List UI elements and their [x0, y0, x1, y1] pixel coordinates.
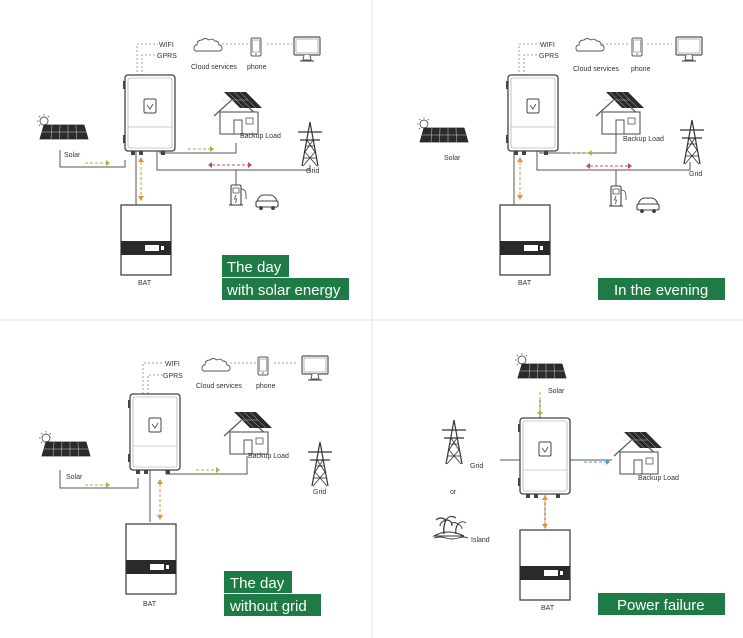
house-icon: [595, 91, 645, 135]
inverter-icon: [127, 393, 181, 475]
battery-icon: [499, 204, 551, 276]
badge-background: [598, 278, 725, 300]
backup-load-label: Backup Load: [623, 136, 664, 143]
battery-icon: [125, 523, 177, 595]
wifi-label: WIFI: [540, 42, 555, 49]
grid-label: Grid: [689, 171, 702, 178]
quadrant-day-no-grid: WIFI GPRS Cloud services phone Solar Bac…: [38, 355, 333, 616]
inverter-icon: [122, 74, 176, 156]
grid-tower-icon: [679, 119, 705, 165]
phone-label: phone: [247, 64, 267, 71]
or-label: or: [450, 489, 457, 496]
car-icon: [255, 194, 279, 211]
bat-label: BAT: [541, 605, 555, 612]
monitor-icon: [301, 355, 329, 381]
battery-icon: [519, 529, 571, 601]
inverter-icon: [517, 417, 571, 499]
inverter-icon: [505, 74, 559, 156]
badge-background: [222, 278, 349, 300]
grid-tower-icon: [441, 419, 467, 465]
cloud-services-label: Cloud services: [191, 64, 237, 71]
backup-load-label: Backup Load: [638, 475, 679, 482]
solar-label: Solar: [66, 474, 83, 481]
grid-label: Grid: [470, 463, 483, 470]
grid-label: Grid: [306, 168, 319, 175]
solar-label: Solar: [548, 388, 565, 395]
island-label: Island: [471, 537, 490, 544]
solar-panel-icon: [38, 430, 91, 457]
badge-title-line1: The day: [230, 575, 285, 592]
house-icon: [613, 431, 663, 475]
grid-tower-icon: [297, 121, 323, 167]
phone-label: phone: [631, 66, 651, 73]
badge-title: Power failure: [617, 597, 705, 614]
badge-background: [224, 571, 292, 593]
badge-title-line2: without grid: [229, 598, 307, 615]
ev-charger-icon: [228, 184, 247, 206]
quadrant-evening: WIFI GPRS Cloud services phone Solar Bac…: [416, 36, 725, 300]
solar-label: Solar: [444, 155, 461, 162]
ev-charger-icon: [608, 185, 627, 207]
cloud-services-label: Cloud services: [196, 383, 242, 390]
wifi-label: WIFI: [159, 42, 174, 49]
island-icon: [433, 515, 469, 540]
phone-icon: [250, 37, 262, 57]
phone-icon: [631, 37, 643, 57]
bat-label: BAT: [138, 280, 152, 287]
bat-label: BAT: [143, 601, 157, 608]
battery-icon: [120, 204, 172, 276]
house-icon: [223, 411, 273, 455]
gprs-label: GPRS: [539, 53, 559, 60]
cloud-icon: [201, 358, 231, 372]
cloud-services-label: Cloud services: [573, 66, 619, 73]
badge-background: [598, 593, 725, 615]
cloud-icon: [193, 38, 223, 52]
phone-icon: [257, 356, 269, 376]
gprs-label: GPRS: [157, 53, 177, 60]
badge-title-line1: The day: [227, 259, 282, 276]
grid-tower-icon: [307, 441, 333, 487]
gprs-label: GPRS: [163, 373, 183, 380]
solar-panel-icon: [416, 116, 469, 143]
badge-background: [222, 255, 289, 277]
solar-panel-icon: [514, 352, 567, 379]
solar-panel-icon: [36, 113, 89, 140]
quadrant-day-solar: WIFI GPRS Cloud services phone Solar Bac…: [36, 36, 349, 300]
backup-load-label: Backup Load: [240, 133, 281, 140]
wifi-label: WIFI: [165, 361, 180, 368]
grid-label: Grid: [313, 489, 326, 496]
car-icon: [636, 197, 660, 214]
monitor-icon: [675, 36, 703, 62]
badge-background: [224, 594, 321, 616]
bat-label: BAT: [518, 280, 532, 287]
quadrant-power-failure: Solar Grid or Island Backup Load BAT Pow…: [433, 352, 725, 615]
cloud-icon: [575, 38, 605, 52]
solar-label: Solar: [64, 152, 81, 159]
monitor-icon: [293, 36, 321, 62]
phone-label: phone: [256, 383, 276, 390]
badge-title: In the evening: [614, 282, 708, 299]
backup-load-label: Backup Load: [248, 453, 289, 460]
house-icon: [213, 91, 263, 135]
badge-title-line2: with solar energy: [226, 282, 341, 299]
